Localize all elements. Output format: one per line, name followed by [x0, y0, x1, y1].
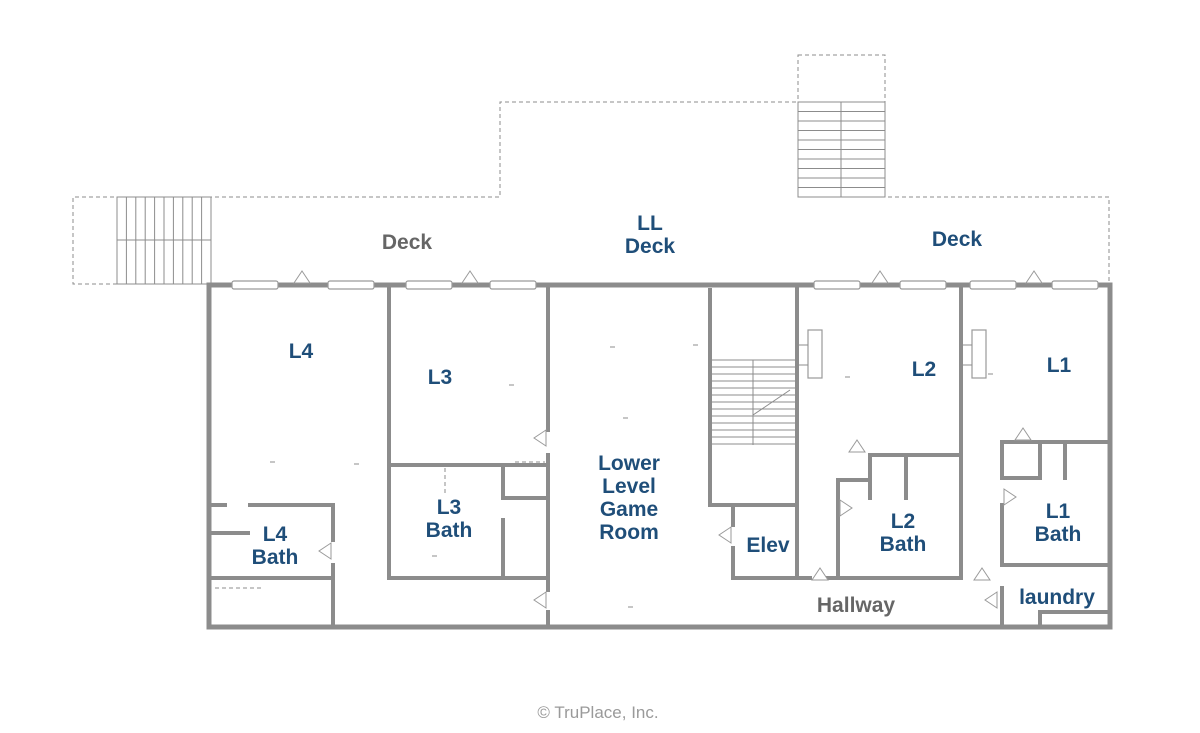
ll-deck-label-line1: LL — [637, 212, 663, 235]
door-swing — [811, 567, 829, 581]
l1-bath-label-line1: L1 — [1046, 500, 1071, 523]
fireplace-l2 — [798, 329, 823, 379]
interior-walls — [207, 283, 1112, 629]
l4-bath-label-line1: L4 — [263, 523, 288, 546]
l2-label: L2 — [912, 358, 937, 381]
door-swing — [839, 499, 853, 517]
elev-label: Elev — [746, 534, 790, 557]
door-swing — [293, 270, 311, 284]
game-room-label-line4: Room — [599, 521, 659, 544]
laundry-label: laundry — [1019, 586, 1095, 609]
l2-bath-label-line2: Bath — [880, 533, 927, 556]
l3-bath-label-line1: L3 — [437, 496, 462, 519]
exterior-wall — [206, 282, 1113, 630]
door-swing — [973, 567, 991, 581]
game-room-label-line3: Game — [600, 498, 658, 521]
door-swing — [533, 429, 547, 447]
door-swing — [1003, 488, 1017, 506]
copyright-text: © TruPlace, Inc. — [537, 703, 658, 722]
door-swing — [1025, 270, 1043, 284]
door-swing — [1014, 427, 1032, 441]
door-swing — [318, 542, 332, 560]
stair-arrow — [752, 389, 791, 416]
windows — [231, 280, 1099, 290]
window — [489, 280, 537, 290]
window — [405, 280, 453, 290]
door-swing — [461, 270, 479, 284]
hallway-label: Hallway — [817, 594, 896, 617]
window — [969, 280, 1017, 290]
door-swing — [984, 591, 998, 609]
l4-label: L4 — [289, 340, 314, 363]
doors — [293, 270, 1043, 609]
door-swing — [718, 526, 732, 544]
game-room-label-line2: Level — [602, 475, 656, 498]
door-swing — [848, 439, 866, 453]
deck-stairs-left — [116, 196, 212, 285]
deck-left-label: Deck — [382, 231, 433, 254]
window — [231, 280, 279, 290]
deck-right-label: Deck — [932, 228, 983, 251]
ll-deck-label-line2: Deck — [625, 235, 676, 258]
l3-bath-label-line2: Bath — [426, 519, 473, 542]
l2-bath-label-line1: L2 — [891, 510, 916, 533]
window — [899, 280, 947, 290]
l1-label: L1 — [1047, 354, 1072, 377]
window — [813, 280, 861, 290]
game-room-label-line1: Lower — [598, 452, 660, 475]
window — [1051, 280, 1099, 290]
door-swing — [871, 270, 889, 284]
l1-bath-label-line2: Bath — [1035, 523, 1082, 546]
deck-stairs-top — [797, 101, 886, 198]
l4-bath-label-line2: Bath — [252, 546, 299, 569]
outlet-marks — [270, 344, 993, 608]
door-swing — [533, 591, 547, 609]
l3-label: L3 — [428, 366, 453, 389]
closet-lines — [215, 461, 545, 589]
interior-stairs — [712, 359, 795, 445]
window — [327, 280, 375, 290]
fireplace-l1 — [962, 329, 987, 379]
